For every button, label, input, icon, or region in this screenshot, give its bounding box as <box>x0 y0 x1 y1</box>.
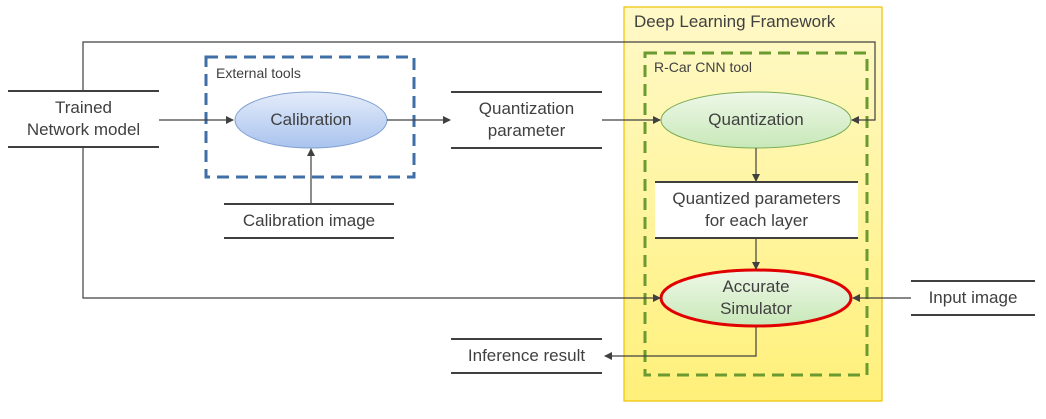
calibration-image-label: Calibration image <box>242 211 376 230</box>
quant-param-line2: parameter <box>487 121 566 140</box>
external-tools-container <box>204 55 416 179</box>
arrow-model-feedback-to-quantization <box>82 41 876 124</box>
quant-param-label: Quantization parameter <box>451 98 602 142</box>
cnn-tool-title: R-Car CNN tool <box>654 59 753 75</box>
input-image-label: Input image <box>928 288 1018 307</box>
framework-title: Deep Learning Framework <box>634 12 836 31</box>
quant-param-line1: Quantization <box>478 99 575 118</box>
quantized-params-line2: for each layer <box>705 211 808 230</box>
calibration-process-label: Calibration <box>270 110 352 129</box>
trained-model-label: Trained Network model <box>8 97 159 141</box>
arrow-simulator-to-result <box>604 327 757 360</box>
inference-result-label: Inference result <box>467 346 586 365</box>
simulator-line1: Accurate <box>722 277 790 296</box>
quantized-params-label: Quantized parameters for each layer <box>655 188 858 232</box>
trained-model-line1: Trained <box>54 98 112 117</box>
simulator-line2: Simulator <box>720 299 792 318</box>
quantization-process-label: Quantization <box>708 110 804 129</box>
simulator-ellipse <box>659 268 853 328</box>
cnn-tool-container <box>643 51 869 377</box>
external-tools-title: External tools <box>216 65 301 81</box>
simulator-process-label: Accurate Simulator <box>661 276 851 320</box>
quantized-params-line1: Quantized parameters <box>672 189 841 208</box>
quantized-params-box <box>655 182 858 238</box>
trained-model-line2: Network model <box>26 120 141 139</box>
arrow-model-to-simulator <box>82 147 661 302</box>
